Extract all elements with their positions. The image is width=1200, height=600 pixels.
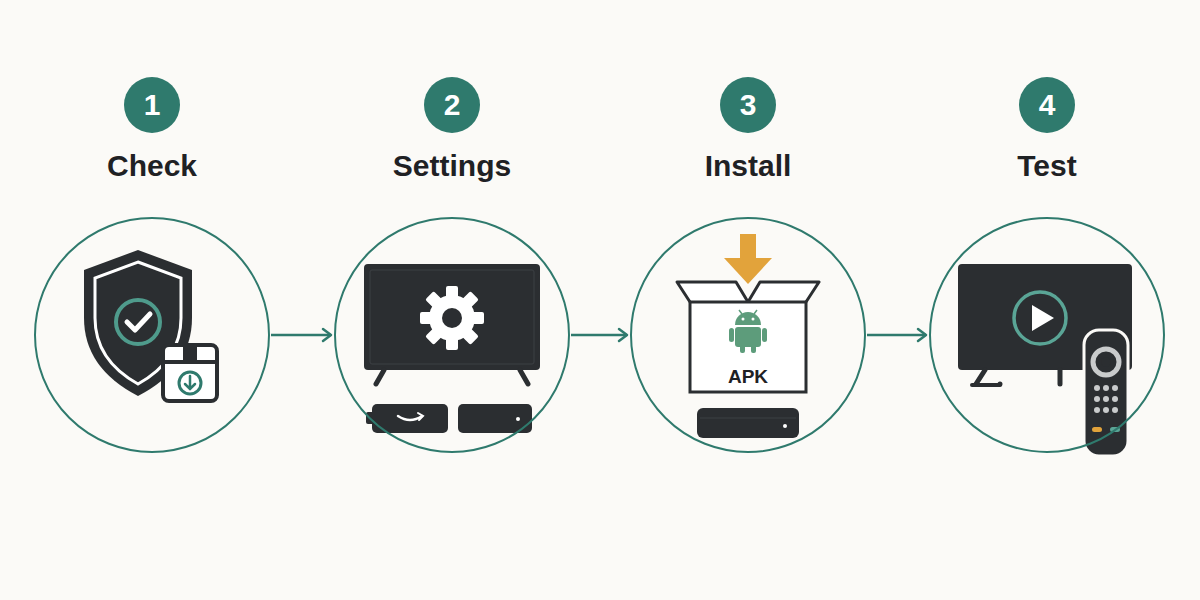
flow-arrow (571, 334, 627, 337)
step-circle: Check (34, 217, 270, 453)
flow-arrow (867, 334, 926, 337)
android-icon (729, 310, 767, 353)
step-title: Test (1017, 149, 1076, 182)
step-title: Check (107, 149, 197, 182)
step-circle: Install (630, 217, 866, 453)
step-circle: Test (929, 217, 1165, 453)
step-title: Install (705, 149, 792, 182)
file-type-label: APK (728, 367, 768, 386)
step-number-badge: 3 (720, 77, 776, 133)
step-number: 3 (740, 90, 757, 120)
streaming-stick-icon (366, 404, 448, 433)
step-circle: Settings (334, 217, 570, 453)
apk-box-icon (677, 282, 819, 392)
gear-icon (420, 286, 484, 350)
package-icon (163, 345, 217, 401)
step-number: 4 (1039, 90, 1056, 120)
tv-icon (958, 264, 1132, 385)
download-arrow (724, 234, 772, 284)
step-title: Settings (393, 149, 511, 182)
step-number: 1 (144, 90, 161, 120)
play-icon (1014, 292, 1066, 344)
step-number-badge: 2 (424, 77, 480, 133)
set-top-box-icon (697, 408, 799, 438)
remote-icon (1084, 330, 1128, 456)
step-number-badge: 1 (124, 77, 180, 133)
tv-icon (364, 264, 540, 384)
set-top-box-icon (458, 404, 532, 433)
step-number-badge: 4 (1019, 77, 1075, 133)
step-number: 2 (444, 90, 461, 120)
flow-arrow (271, 334, 331, 337)
